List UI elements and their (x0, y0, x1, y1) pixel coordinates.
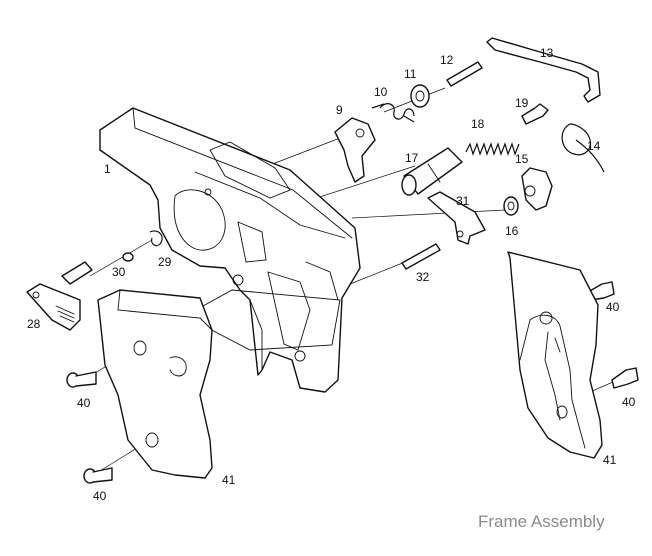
left-grip-part-41 (97, 289, 213, 479)
callout-10: 10 (374, 85, 388, 99)
callout-13: 13 (540, 46, 554, 60)
callout-40-right-upper: 40 (606, 300, 620, 314)
callout-28: 28 (27, 317, 41, 331)
callout-17: 17 (405, 151, 419, 165)
lever-part-31 (427, 191, 486, 245)
spring-part-13 (486, 37, 601, 103)
cam-part-15 (521, 167, 553, 211)
diagram-caption: Frame Assembly (478, 512, 605, 531)
callout-29: 29 (158, 255, 172, 269)
callout-40-left-upper: 40 (77, 396, 91, 410)
callout-15: 15 (515, 152, 529, 166)
pin-part-12 (446, 61, 483, 87)
callout-16: 16 (505, 224, 519, 238)
trigger-part-9 (334, 117, 376, 183)
callout-12: 12 (440, 53, 454, 67)
ring-part-16 (503, 196, 519, 216)
callout-40-left-lower: 40 (93, 489, 107, 503)
screw-part-30 (122, 252, 134, 262)
bushing-part-11 (410, 84, 430, 108)
callout-1: 1 (104, 162, 111, 176)
frame-side-plate-outline (184, 289, 341, 351)
grip-screw-left-lower (83, 467, 113, 484)
callout-30: 30 (112, 265, 126, 279)
frame-part-1 (99, 107, 361, 393)
callout-9: 9 (336, 103, 343, 117)
pin-part-32 (401, 243, 441, 270)
spring-part-14 (561, 123, 605, 173)
callout-41-left: 41 (222, 473, 236, 487)
slide-catch-lever-part-28 (26, 261, 93, 331)
coil-spring-part-18 (465, 142, 520, 156)
right-grip-part-41 (507, 251, 603, 459)
callout-18: 18 (471, 117, 485, 131)
screw-part-19 (521, 103, 549, 125)
callout-40-right-lower: 40 (622, 395, 636, 409)
grip-screw-right-lower (611, 367, 639, 389)
spring-clip-part-29 (149, 230, 163, 247)
callout-41-right: 41 (603, 453, 617, 467)
grip-screw-left-upper (66, 371, 97, 388)
callout-14: 14 (587, 139, 601, 153)
callout-32: 32 (416, 270, 430, 284)
callout-11: 11 (404, 67, 417, 81)
callout-19: 19 (515, 96, 529, 110)
callout-31: 31 (456, 194, 470, 208)
trigger-bar-spring-part-10 (371, 103, 415, 123)
part-callouts: 1 9 10 11 12 13 14 15 16 17 18 19 28 29 … (27, 46, 636, 503)
plunger-part-17 (401, 147, 463, 196)
